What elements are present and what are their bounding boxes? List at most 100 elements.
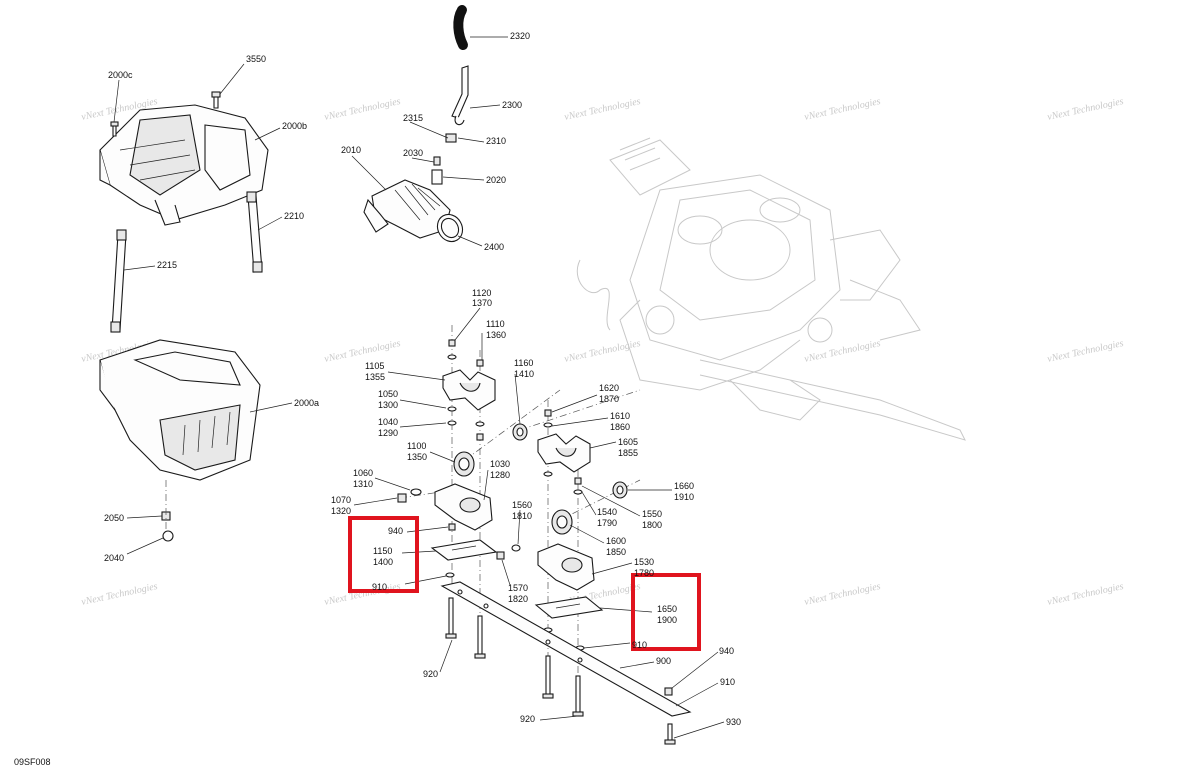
watermark: vNext Technologies — [323, 338, 401, 365]
callout-1540: 1540 — [597, 507, 617, 517]
watermark: vNext Technologies — [803, 96, 881, 123]
bushing-1660 — [612, 481, 628, 499]
diagram-code: 09SF008 — [14, 757, 51, 767]
callout-1560: 1560 — [512, 500, 532, 510]
callout-2400: 2400 — [484, 242, 504, 252]
callout-1910: 1910 — [674, 492, 694, 502]
callout-1860: 1860 — [610, 422, 630, 432]
callout-1160: 1160 — [514, 358, 533, 368]
callout-1310: 1310 — [353, 479, 373, 489]
callout-1400: 1400 — [373, 557, 393, 567]
watermark: vNext Technologies — [1046, 338, 1124, 365]
callout-1370: 1370 — [472, 298, 492, 308]
callout-2210: 2210 — [284, 211, 304, 221]
callout-2000a: 2000a — [294, 398, 319, 408]
small-hardware — [397, 339, 676, 712]
callout-1110: 1110 — [486, 319, 505, 329]
engine-ghost-illustration — [576, 137, 966, 441]
support-bar-900 — [440, 581, 692, 717]
callout-2020: 2020 — [486, 175, 506, 185]
callout-900: 900 — [656, 656, 671, 666]
callout-1870: 1870 — [599, 394, 619, 404]
screw-3550 — [211, 91, 221, 109]
callout-1810: 1810 — [512, 511, 532, 521]
highlight-box-1150 — [348, 516, 419, 593]
highlight-box-1650 — [631, 573, 701, 651]
callout-1070: 1070 — [331, 495, 351, 505]
callout-1060: 1060 — [353, 468, 373, 478]
callout-940: 940 — [388, 526, 403, 536]
callout-1855: 1855 — [618, 448, 638, 458]
callout-1820: 1820 — [508, 594, 528, 604]
callout-930: 930 — [726, 717, 741, 727]
callout-1530: 1530 — [634, 557, 654, 567]
strap-2210 — [246, 191, 263, 273]
callout-2000c: 2000c — [108, 70, 133, 80]
screw-2000c — [110, 121, 119, 137]
callout-2050: 2050 — [104, 513, 124, 523]
callout-1355: 1355 — [365, 372, 385, 382]
callout-labels: 3550 2000c 2000b 2210 2215 2000a 2050 20… — [104, 31, 741, 727]
callout-940: 940 — [719, 646, 734, 656]
watermark: vNext Technologies — [1046, 581, 1124, 608]
callout-1550: 1550 — [642, 509, 662, 519]
upper-bracket-1105 — [442, 369, 496, 411]
drain-2050 — [161, 480, 171, 535]
callout-1050: 1050 — [378, 389, 398, 399]
strap-2215 — [110, 229, 127, 333]
watermark: vNext Technologies — [323, 96, 401, 123]
rubber-mount-1100 — [453, 451, 475, 477]
callout-1800: 1800 — [642, 520, 662, 530]
lower-bracket-1530 — [537, 543, 595, 591]
callout-1030: 1030 — [490, 459, 510, 469]
callout-1280: 1280 — [490, 470, 510, 480]
callout-1570: 1570 — [508, 583, 528, 593]
callout-1620: 1620 — [599, 383, 619, 393]
callout-1350: 1350 — [407, 452, 427, 462]
airbox-base — [99, 339, 261, 481]
callout-1790: 1790 — [597, 518, 617, 528]
bushing-1160 — [512, 423, 528, 441]
callout-1300: 1300 — [378, 400, 398, 410]
upper-bracket-1605 — [537, 433, 591, 473]
callout-1150: 1150 — [373, 546, 392, 556]
callout-2010: 2010 — [341, 145, 361, 155]
callout-2030: 2030 — [403, 148, 423, 158]
watermark: vNext Technologies — [323, 581, 401, 608]
callout-2215: 2215 — [157, 260, 177, 270]
bolts-920 — [445, 597, 676, 745]
callout-1040: 1040 — [378, 417, 398, 427]
watermark: vNext Technologies — [563, 338, 641, 365]
leader-lines — [113, 36, 725, 739]
plug-2040 — [162, 530, 174, 542]
airbox-cover — [99, 104, 269, 226]
callout-1850: 1850 — [606, 547, 626, 557]
watermark: vNext Technologies — [803, 581, 881, 608]
callout-2320: 2320 — [510, 31, 530, 41]
callout-920: 920 — [423, 669, 438, 679]
watermark: vNext Technologies — [1046, 96, 1124, 123]
callout-910: 910 — [632, 640, 647, 650]
watermark: vNext Technologies — [563, 96, 641, 123]
callout-2300: 2300 — [502, 100, 522, 110]
callout-1650: 1650 — [657, 604, 677, 614]
hose-2320 — [453, 5, 468, 50]
callout-1780: 1780 — [634, 568, 654, 578]
clamp-2400 — [436, 213, 464, 243]
rubber-mount-1600 — [551, 509, 573, 535]
callout-1320: 1320 — [331, 506, 351, 516]
callout-1410: 1410 — [514, 369, 534, 379]
callout-1105: 1105 — [365, 361, 384, 371]
callout-1100: 1100 — [407, 441, 426, 451]
lower-bracket-1030 — [434, 483, 493, 531]
callout-1610: 1610 — [610, 411, 630, 421]
callout-1360: 1360 — [486, 330, 506, 340]
fitting-2020 — [431, 156, 443, 185]
callout-1605: 1605 — [618, 437, 638, 447]
callout-1900: 1900 — [657, 615, 677, 625]
callout-920: 920 — [520, 714, 535, 724]
callout-1290: 1290 — [378, 428, 398, 438]
callout-3550: 3550 — [246, 54, 266, 64]
callout-2310: 2310 — [486, 136, 506, 146]
